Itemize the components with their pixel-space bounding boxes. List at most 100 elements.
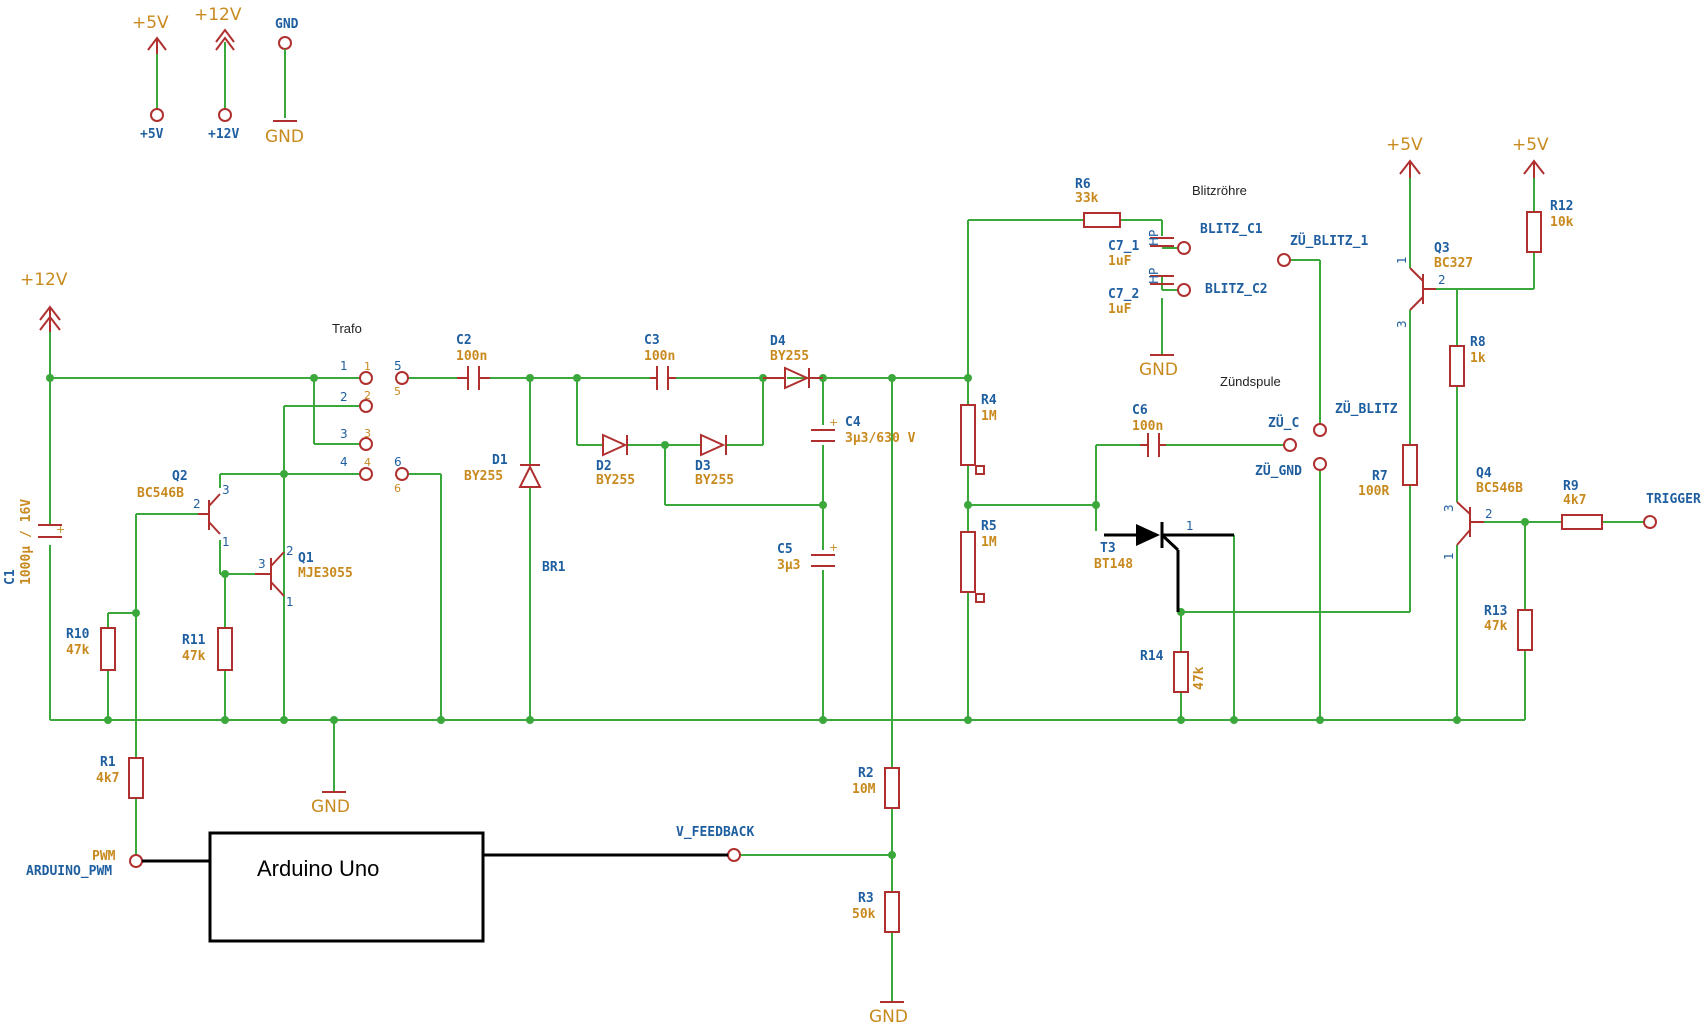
trafo-pin-3: 3 (340, 427, 348, 441)
q3-value: BC327 (1434, 256, 1473, 271)
br1-name: BR1 (542, 560, 566, 575)
d2-value: BY255 (596, 473, 635, 488)
r9-name: R9 (1563, 479, 1579, 494)
resistor-r1: R1 4k7 (96, 755, 144, 799)
note-blitzroehre: Blitzröhre (1192, 183, 1247, 198)
diode-d1: D1 BY255 (464, 453, 542, 488)
c4-value: 3µ3/630 V (845, 431, 916, 446)
r7-name: R7 (1372, 469, 1388, 484)
pwm-value: PWM (92, 849, 116, 864)
r14-value: 47k (1192, 666, 1207, 690)
gnd-symbol-blitz: GND (1139, 354, 1178, 380)
connector-blitz-c2: BLITZ_C2 (1177, 282, 1268, 297)
trafo-pin-1: 1 (340, 359, 348, 373)
thyristor-t3: 1 T3 BT148 (1094, 519, 1234, 612)
svg-text:+: + (56, 523, 65, 536)
connector-arduino-pwm: PWM ARDUINO_PWM (26, 849, 143, 879)
r8-name: R8 (1470, 335, 1486, 350)
c7-1-name: C7_1 (1108, 239, 1139, 254)
d1-name: D1 (492, 453, 508, 468)
r4-value: 1M (981, 409, 997, 424)
q2-value: BC546B (137, 486, 184, 501)
q1-pin-e: 1 (286, 595, 294, 609)
gnd-symbol-feedback: GND (869, 1001, 908, 1026)
zu-blitz-1-label: ZÜ_BLITZ_1 (1290, 233, 1368, 249)
q3-pin-b: 2 (1438, 273, 1446, 287)
gnd-label-feedback: GND (869, 1007, 908, 1026)
junctions (46, 374, 1529, 859)
r12-name: R12 (1550, 199, 1573, 214)
r6-value: 33k (1075, 191, 1099, 206)
trafo-pads: 1 1 2 2 3 3 4 4 5 5 6 6 (340, 359, 409, 495)
legend-5v-label: +5V (132, 13, 169, 33)
r11-name: R11 (182, 633, 206, 648)
r3-value: 50k (852, 907, 876, 922)
r10-value: 47k (66, 643, 90, 658)
c7-1-value: 1uF (1108, 254, 1132, 269)
zu-blitz-label: ZÜ_BLITZ (1335, 401, 1398, 417)
c5-name: C5 (777, 542, 793, 557)
resistor-r5: R5 1M (960, 519, 997, 603)
resistor-r13: R13 47k (1484, 604, 1533, 651)
legend-12v-label: +12V (194, 5, 242, 25)
pwm-name: ARDUINO_PWM (26, 864, 112, 879)
legend-12v-pin: +12V (208, 127, 239, 142)
q3-name: Q3 (1434, 241, 1450, 256)
c3-name: C3 (644, 333, 660, 348)
trigger-label: TRIGGER (1646, 492, 1701, 507)
resistor-r14: R14 47k (1140, 649, 1207, 693)
q4-value: BC546B (1476, 481, 1523, 496)
net-12v-symbol: +12V (20, 270, 68, 332)
trafo-pin-4: 4 (340, 455, 348, 469)
capacitor-c1: + C1 1000µ / 16V (3, 499, 65, 585)
resistor-r12: R12 10k (1526, 199, 1574, 253)
r14-name: R14 (1140, 649, 1164, 664)
resistor-r8: R8 1k (1449, 335, 1486, 387)
r12-value: 10k (1550, 215, 1574, 230)
capacitor-c7-2: HP C7_2 1uF (1108, 268, 1174, 317)
q2-pin-e: 1 (222, 535, 230, 549)
q1-pin-b: 3 (258, 557, 266, 571)
net-5v-symbol-q3: +5V (1386, 135, 1423, 178)
r5-value: 1M (981, 535, 997, 550)
diode-d2: D2 BY255 (596, 433, 635, 488)
q4-pin-e: 1 (1442, 552, 1456, 560)
r10-name: R10 (66, 627, 90, 642)
connector-zu-c: ZÜ_C (1268, 415, 1299, 452)
capacitor-c2: C2 100n (456, 333, 490, 390)
blitz-c1-label: BLITZ_C1 (1200, 222, 1263, 237)
r13-value: 47k (1484, 619, 1508, 634)
r7-value: 100R (1358, 484, 1389, 499)
transistor-q2: 2 3 1 Q2 BC546B (137, 469, 230, 549)
q4-pin-b: 2 (1485, 507, 1493, 521)
q2-pin-b: 2 (193, 497, 201, 511)
power-legend: +5V +5V +12V +12V GND GND (132, 5, 304, 147)
diode-d3: D3 BY255 (695, 433, 734, 488)
r3-name: R3 (858, 891, 874, 906)
c2-value: 100n (456, 349, 487, 364)
capacitor-c7-1: HP C7_1 1uF (1108, 230, 1174, 269)
note-zuendspule: Zündspule (1220, 374, 1281, 389)
trafo-pin-3b: 3 (364, 427, 371, 440)
c7-2-name: C7_2 (1108, 287, 1139, 302)
arduino-label: Arduino Uno (257, 856, 379, 881)
d2-name: D2 (596, 459, 612, 474)
r6-name: R6 (1075, 177, 1091, 192)
arduino-block: Arduino Uno (142, 831, 728, 943)
connector-trigger: TRIGGER (1643, 492, 1701, 529)
c4-name: C4 (845, 415, 861, 430)
c7-1-hp: HP (1147, 230, 1161, 246)
q2-name: Q2 (172, 469, 188, 484)
q1-value: MJE3055 (298, 566, 353, 581)
t3-value: BT148 (1094, 557, 1133, 572)
c2-name: C2 (456, 333, 472, 348)
t3-name: T3 (1100, 541, 1116, 556)
connector-zu-blitz-1: ZÜ_BLITZ_1 (1277, 233, 1368, 267)
trafo-pin-6: 6 (394, 455, 402, 469)
c7-2-hp: HP (1147, 268, 1161, 284)
legend-5v-pin: +5V (140, 127, 164, 142)
net-5v-label-q3: +5V (1386, 135, 1423, 155)
net-5v-symbol-r12: +5V (1512, 135, 1549, 178)
zu-c-label: ZÜ_C (1268, 415, 1299, 431)
